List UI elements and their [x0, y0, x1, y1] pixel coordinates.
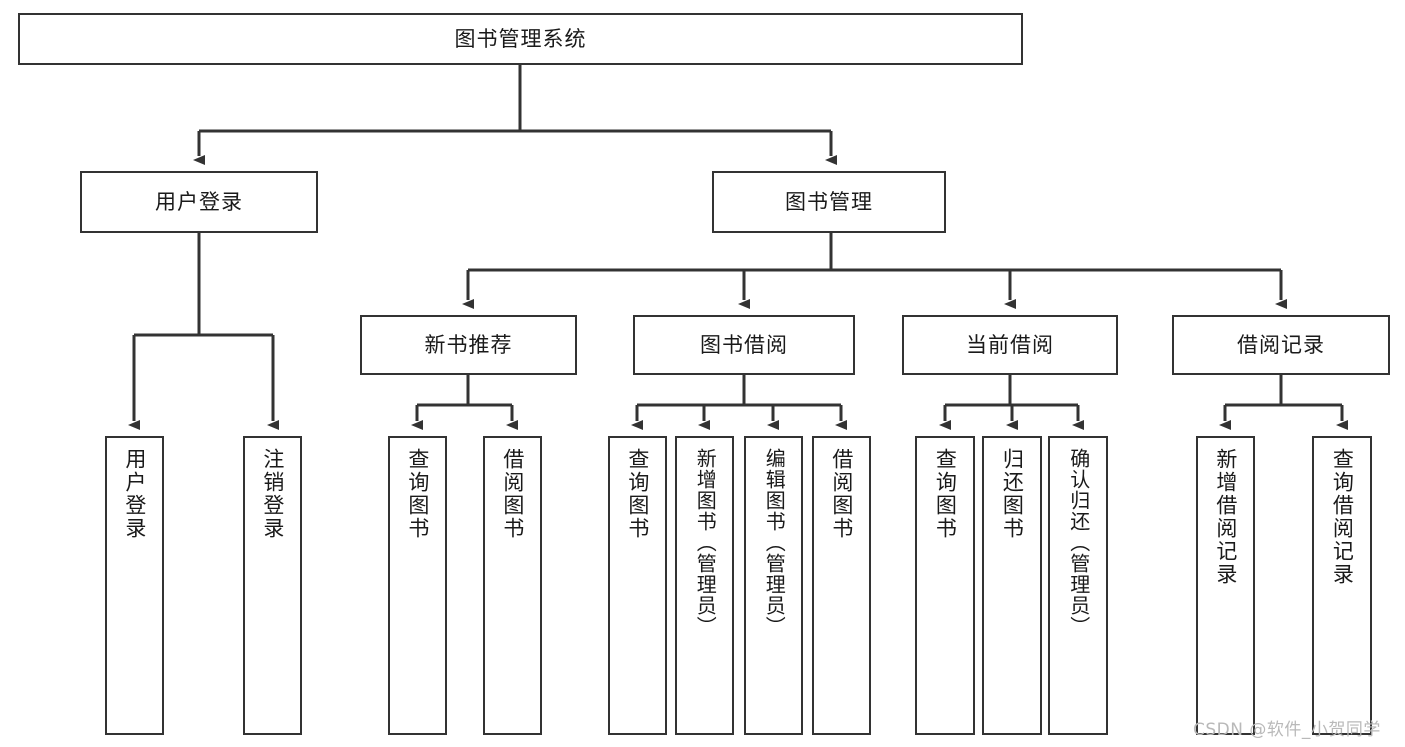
node-leaf-add-borrow-record-label: 新增借阅记录 [1213, 448, 1238, 586]
node-leaf-borrow-book-new[interactable]: 借阅图书 [483, 436, 542, 735]
node-level3-current-borrow[interactable]: 当前借阅 [902, 315, 1118, 375]
node-leaf-return-book-label: 归还图书 [1000, 448, 1025, 540]
node-leaf-return-book[interactable]: 归还图书 [982, 436, 1042, 735]
node-leaf-borrow-book-new-label: 借阅图书 [500, 448, 525, 540]
node-leaf-query-book-borrow-label: 查询图书 [625, 448, 650, 540]
node-leaf-edit-book-admin-label: 编辑图书（管理员） [762, 448, 787, 637]
node-leaf-confirm-return-admin[interactable]: 确认归还（管理员） [1048, 436, 1108, 735]
node-leaf-add-book-admin-label: 新增图书（管理员） [693, 448, 718, 637]
node-leaf-user-login[interactable]: 用户登录 [105, 436, 164, 735]
node-leaf-add-book-admin[interactable]: 新增图书（管理员） [675, 436, 734, 735]
node-level3-book-borrow-label: 图书借阅 [700, 332, 788, 357]
node-level3-book-borrow[interactable]: 图书借阅 [633, 315, 855, 375]
node-level3-new-book-recommend-label: 新书推荐 [424, 332, 513, 357]
node-leaf-query-borrow-record-label: 查询借阅记录 [1330, 448, 1355, 586]
node-leaf-borrow-book-label: 借阅图书 [829, 448, 854, 540]
node-leaf-add-borrow-record[interactable]: 新增借阅记录 [1196, 436, 1255, 735]
node-level3-borrow-records[interactable]: 借阅记录 [1172, 315, 1390, 375]
node-root[interactable]: 图书管理系统 [18, 13, 1023, 65]
node-level2-book-management[interactable]: 图书管理 [712, 171, 946, 233]
node-level3-new-book-recommend[interactable]: 新书推荐 [360, 315, 577, 375]
node-leaf-query-book-current[interactable]: 查询图书 [915, 436, 975, 735]
node-level2-book-management-label: 图书管理 [785, 189, 873, 214]
node-leaf-query-book-new-label: 查询图书 [405, 448, 430, 540]
node-level3-borrow-records-label: 借阅记录 [1237, 332, 1325, 357]
node-leaf-query-book-new[interactable]: 查询图书 [388, 436, 447, 735]
node-leaf-edit-book-admin[interactable]: 编辑图书（管理员） [744, 436, 803, 735]
node-leaf-borrow-book[interactable]: 借阅图书 [812, 436, 871, 735]
node-leaf-confirm-return-admin-label: 确认归还（管理员） [1066, 448, 1091, 637]
node-level2-user-login-label: 用户登录 [155, 189, 243, 214]
node-leaf-query-book-current-label: 查询图书 [933, 448, 958, 540]
node-leaf-query-borrow-record[interactable]: 查询借阅记录 [1312, 436, 1372, 735]
node-leaf-logout-label: 注销登录 [260, 448, 285, 540]
node-leaf-query-book-borrow[interactable]: 查询图书 [608, 436, 667, 735]
csdn-watermark: CSDN @软件_小贺同学 [1193, 720, 1381, 740]
node-leaf-user-login-label: 用户登录 [122, 448, 147, 540]
node-level3-current-borrow-label: 当前借阅 [966, 332, 1054, 357]
node-root-label: 图书管理系统 [454, 26, 587, 51]
node-leaf-logout[interactable]: 注销登录 [243, 436, 302, 735]
node-level2-user-login[interactable]: 用户登录 [80, 171, 318, 233]
